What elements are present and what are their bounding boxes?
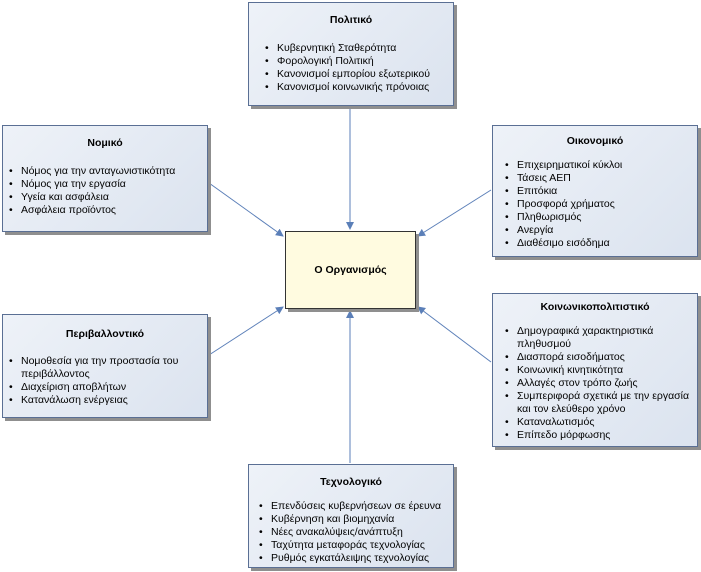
box-economic-title: Οικονομικό (566, 135, 624, 147)
box-environmental-list: Νομοθεσία για την προστασία του περιβάλλ… (5, 355, 205, 407)
box-environmental-title: Περιβαλλοντικό (65, 328, 145, 340)
box-sociocultural-list: Δημογραφικά χαρακτηριστικά πληθυσμού Δια… (501, 325, 691, 442)
box-political-title: Πολιτικό (329, 14, 373, 26)
box-technological-title: Τεχνολογικό (320, 476, 382, 488)
list-item: Φορολογική Πολιτική (261, 55, 451, 68)
list-item: Υγεία και ασφάλεια (5, 191, 205, 204)
list-item: Ασφάλεια προϊόντος (5, 204, 205, 217)
box-economic: Οικονομικό Επιχειρηματικοί κύκλοι Τάσεις… (492, 125, 698, 257)
list-item: Τάσεις ΑΕΠ (501, 172, 691, 185)
list-item: Κυβέρνηση και βιομηχανία (255, 513, 451, 526)
list-item: Διαθέσιμο εισόδημα (501, 237, 691, 250)
box-legal: Νομικό Νόμος για την ανταγωνιστικότητα Ν… (2, 125, 208, 232)
list-item: Συμπεριφορά σχετικά με την εργασία και τ… (501, 390, 691, 416)
arrow-economic (417, 189, 492, 237)
list-item: Κατανάλωση ενέργειας (5, 394, 205, 407)
center-organization: Ο Οργανισμός (285, 231, 416, 309)
list-item: Κανονισμοί κοινωνικής πρόνοιας (261, 81, 451, 94)
list-item: Διαχείριση αποβλήτων (5, 381, 205, 394)
list-item: Κανονισμοί εμπορίου εξωτερικού (261, 68, 451, 81)
list-item: Ανεργία (501, 224, 691, 237)
list-item: Νόμος για την εργασία (5, 178, 205, 191)
list-item: Ταχύτητα μεταφοράς τεχνολογίας (255, 539, 451, 552)
list-item: Επίπεδο μόρφωσης (501, 429, 691, 442)
list-item: Επιχειρηματικοί κύκλοι (501, 159, 691, 172)
list-item: Αλλαγές στον τρόπο ζωής (501, 377, 691, 390)
box-technological: Τεχνολογικό Επενδύσεις κυβερνήσεων σε έρ… (248, 464, 454, 568)
box-sociocultural: Κοινωνικοπολιτιστικό Δημογραφικά χαρακτη… (492, 293, 698, 447)
list-item: Προσφορά χρήματος (501, 198, 691, 211)
arrow-environmental (208, 306, 284, 356)
center-label: Ο Οργανισμός (314, 264, 387, 276)
list-item: Πληθωρισμός (501, 211, 691, 224)
list-item: Επενδύσεις κυβερνήσεων σε έρευνα (255, 500, 451, 513)
box-legal-title: Νομικό (87, 137, 123, 149)
box-legal-list: Νόμος για την ανταγωνιστικότητα Νόμος γι… (5, 165, 205, 217)
box-sociocultural-title: Κοινωνικοπολιτιστικό (540, 301, 650, 313)
box-political: Πολιτικό Κυβερνητική Σταθερότητα Φορολογ… (248, 2, 454, 106)
list-item: Κοινωνική κινητικότητα (501, 364, 691, 377)
list-item: Επιτόκια (501, 185, 691, 198)
list-item: Διασπορά εισοδήματος (501, 351, 691, 364)
box-political-list: Κυβερνητική Σταθερότητα Φορολογική Πολιτ… (261, 42, 451, 94)
arrow-sociocultural (417, 306, 492, 363)
arrow-legal (208, 182, 284, 237)
box-technological-list: Επενδύσεις κυβερνήσεων σε έρευνα Κυβέρνη… (255, 500, 451, 565)
box-environmental: Περιβαλλοντικό Νομοθεσία για την προστασ… (2, 314, 208, 418)
list-item: Νέες ανακαλύψεις/ανάπτυξη (255, 526, 451, 539)
list-item: Ρυθμός εγκατάλειψης τεχνολογίας (255, 552, 451, 565)
list-item: Νομοθεσία για την προστασία του περιβάλλ… (5, 355, 205, 381)
box-economic-list: Επιχειρηματικοί κύκλοι Τάσεις ΑΕΠ Επιτόκ… (501, 159, 691, 250)
list-item: Δημογραφικά χαρακτηριστικά πληθυσμού (501, 325, 691, 351)
list-item: Κυβερνητική Σταθερότητα (261, 42, 451, 55)
list-item: Καταναλωτισμός (501, 416, 691, 429)
list-item: Νόμος για την ανταγωνιστικότητα (5, 165, 205, 178)
